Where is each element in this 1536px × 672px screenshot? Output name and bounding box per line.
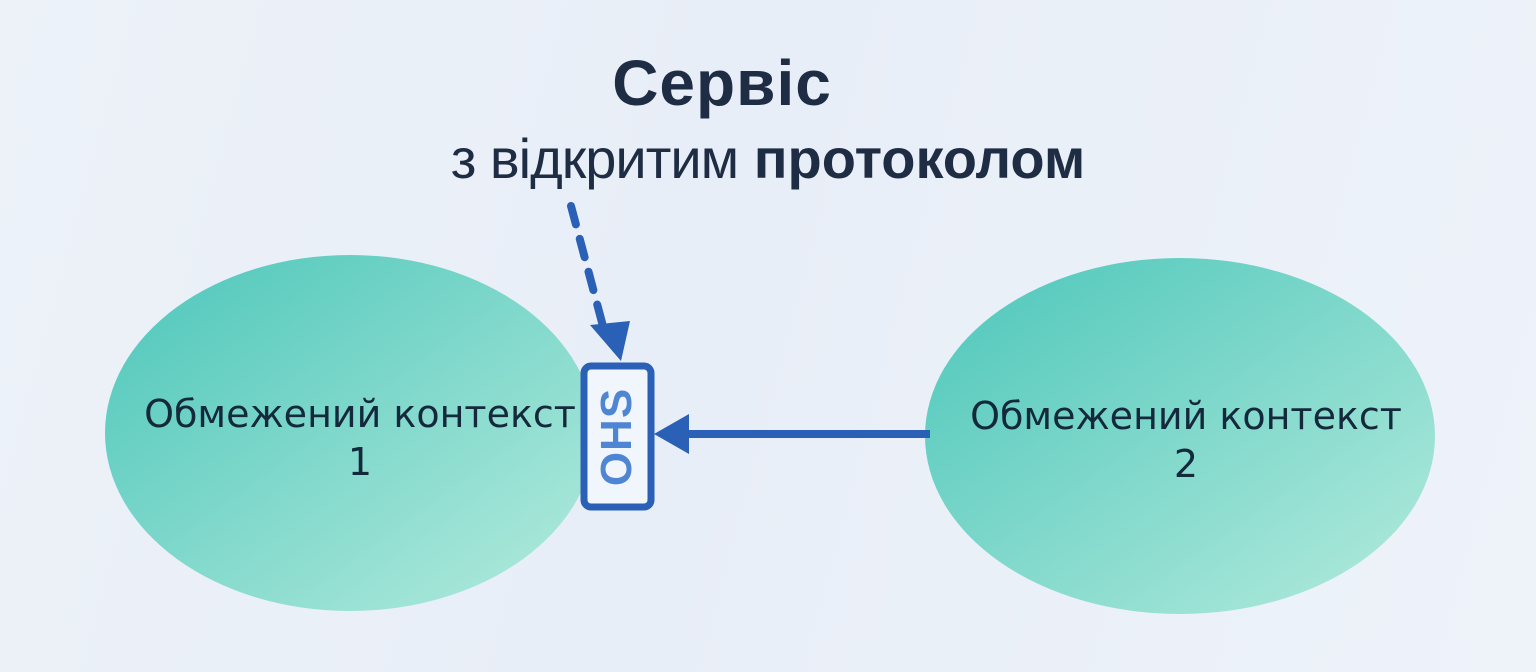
bounded-context-2-label: Обмежений контекст 2 bbox=[932, 392, 1440, 488]
diagram-title-line2-regular: з відкритим bbox=[450, 127, 739, 190]
dashed-arrow-shaft bbox=[567, 202, 608, 334]
bounded-context-2-number: 2 bbox=[1173, 442, 1199, 486]
bounded-context-2-text: Обмежений контекст bbox=[970, 394, 1402, 438]
solid-arrow-head bbox=[654, 414, 689, 454]
dashed-arrow-head bbox=[590, 321, 630, 361]
bounded-context-1-label: Обмежений контекст 1 bbox=[112, 390, 608, 486]
bounded-context-2-ellipse bbox=[925, 258, 1435, 614]
diagram-title: Сервіс з відкритим протоколом bbox=[0, 44, 1536, 196]
bounded-context-1-ellipse bbox=[105, 255, 595, 611]
diagram-title-line2: з відкритим протоколом bbox=[0, 122, 1536, 196]
bounded-context-1-number: 1 bbox=[347, 440, 373, 484]
diagram-title-line2-bold: протоколом bbox=[753, 127, 1086, 190]
bounded-context-1-text: Обмежений контекст bbox=[144, 392, 576, 436]
diagram-title-line1: Сервіс bbox=[612, 47, 832, 119]
ohs-service-box bbox=[580, 362, 655, 511]
